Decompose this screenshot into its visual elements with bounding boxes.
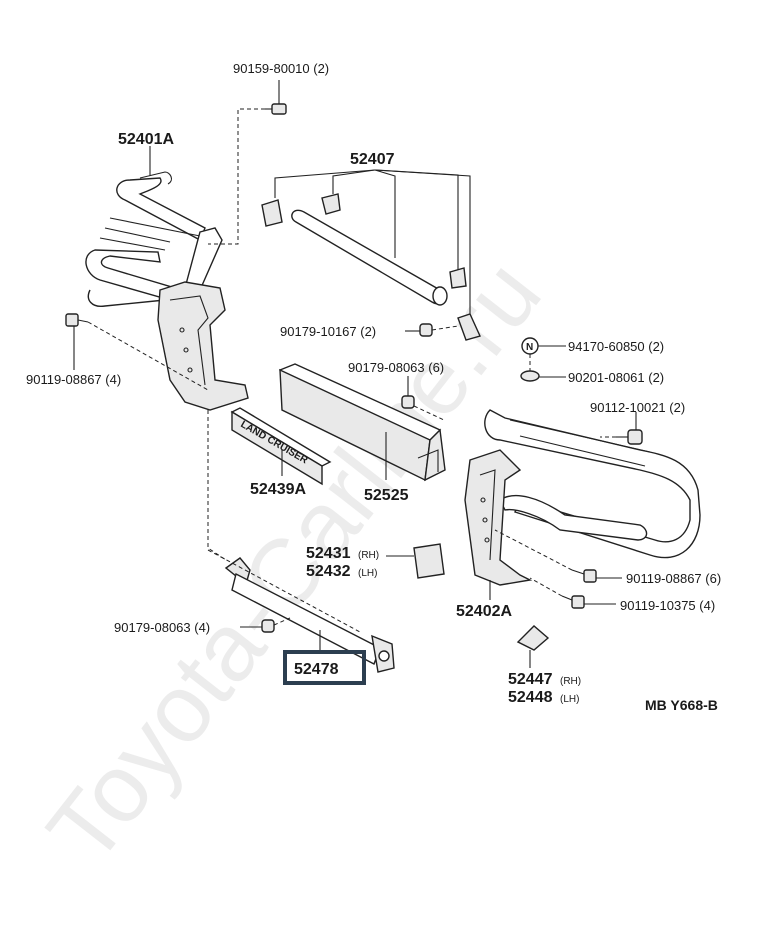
clip-52407-c[interactable] — [449, 267, 467, 289]
bracket-52431-52432[interactable] — [413, 543, 445, 579]
label-90119-10375: 90119-10375 (4) — [620, 598, 715, 613]
beam-52525[interactable] — [279, 363, 446, 482]
nut-90179-08063-6[interactable] — [401, 395, 415, 409]
clip-52407-d[interactable] — [457, 313, 481, 341]
label-90159-80010: 90159-80010 (2) — [233, 61, 329, 76]
label-52407: 52407 — [350, 151, 395, 168]
bolt-90119-08867-left[interactable] — [65, 313, 89, 327]
clip-52407-b[interactable] — [321, 193, 341, 215]
left-grille-guard-52401A[interactable] — [85, 171, 249, 411]
emblem-52439A[interactable]: LAND CRUISER — [230, 407, 332, 486]
label-52447-side: (RH) — [560, 676, 581, 687]
bolt-90119-10375[interactable] — [561, 595, 585, 609]
right-grille-guard-52402A[interactable] — [464, 409, 701, 586]
label-52478: 52478 — [294, 661, 339, 678]
highlight-box-52478 — [283, 650, 366, 685]
bolt-90159-80010[interactable] — [265, 103, 287, 115]
label-52432-side: (LH) — [358, 568, 377, 579]
nut-94170-60850[interactable]: N — [521, 337, 539, 355]
label-52431: 52431 — [306, 545, 351, 562]
nut-90179-10167[interactable] — [419, 323, 433, 337]
label-52432: 52432 — [306, 563, 351, 580]
label-52448: 52448 — [508, 689, 553, 706]
svg-text:N: N — [526, 342, 533, 353]
label-52401A: 52401A — [118, 131, 174, 148]
label-52448-side: (LH) — [560, 694, 579, 705]
label-52447: 52447 — [508, 671, 553, 688]
label-94170-60850: 94170-60850 (2) — [568, 339, 664, 354]
clip-52407-a[interactable] — [261, 199, 283, 227]
diagram-code: MB Y668-B — [645, 697, 718, 713]
label-90179-08063-4: 90179-08063 (4) — [114, 620, 210, 635]
label-90119-08867-4: 90119-08867 (4) — [26, 372, 121, 387]
bracket-52447-52448[interactable] — [516, 625, 550, 651]
nut-90179-08063-4[interactable] — [261, 619, 275, 633]
bolt-90119-08867-right[interactable] — [571, 569, 597, 583]
label-52402A: 52402A — [456, 603, 512, 620]
label-90112-10021: 90112-10021 (2) — [590, 400, 685, 415]
label-52525: 52525 — [364, 487, 409, 504]
lower-bar-52478[interactable] — [224, 557, 395, 673]
label-90179-10167: 90179-10167 (2) — [280, 324, 376, 339]
label-90201-08061: 90201-08061 (2) — [568, 370, 664, 385]
label-90119-08867-6: 90119-08867 (6) — [626, 571, 721, 586]
label-52431-side: (RH) — [358, 550, 379, 561]
washer-90201-08061[interactable] — [520, 370, 540, 382]
bolt-90112-10021[interactable] — [616, 429, 643, 445]
tube-52407[interactable] — [291, 209, 448, 306]
label-52439A: 52439A — [250, 481, 306, 498]
label-90179-08063-6: 90179-08063 (6) — [348, 360, 444, 375]
